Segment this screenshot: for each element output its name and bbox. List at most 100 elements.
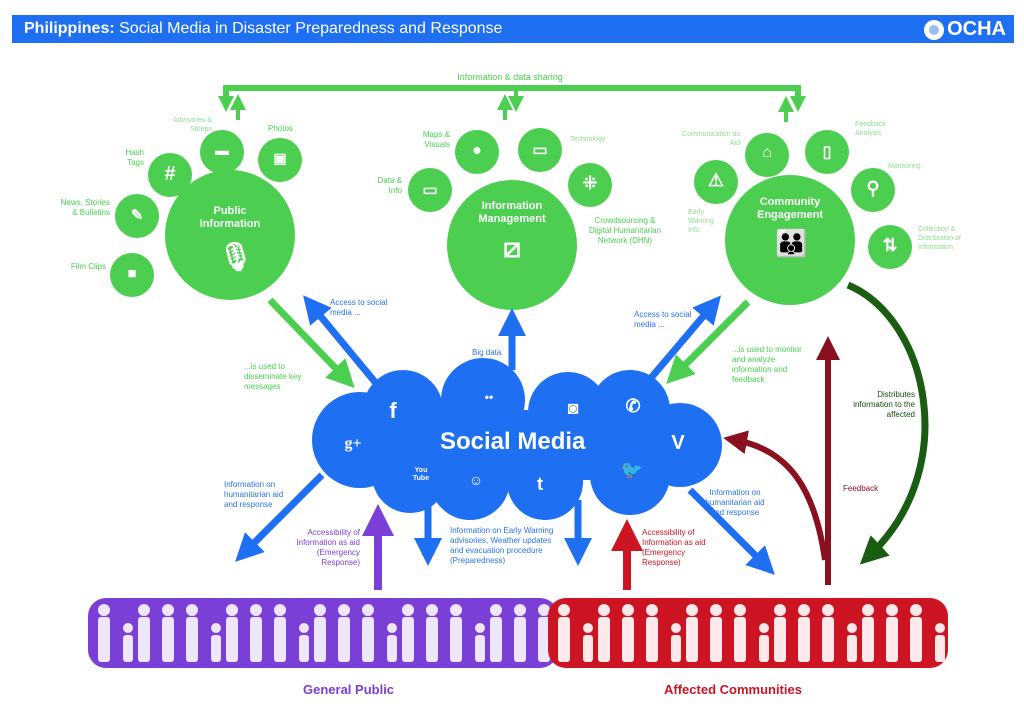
satellite-hashtags [148,153,192,197]
person-figure [211,623,221,662]
label-access-left: Access to social media ... [330,298,388,317]
title-subject: Social Media in Disaster Preparedness an… [114,20,503,37]
satellite-maps [455,130,499,174]
network-icon: ⁜ [582,173,598,193]
person-figure [558,604,570,662]
satellite-technology [518,128,562,172]
label-photos: Photos [268,124,293,133]
person-figure [798,604,810,662]
radio-aid-icon: ⌂ [762,144,772,161]
label-data-info: Data & Info [377,176,402,195]
person-figure [299,623,309,662]
person-figure [886,604,898,662]
label-hashtags: Hash Tags [125,148,144,167]
person-figure [710,604,722,662]
label-feedback-analysis: Feedback Analysis [855,121,886,137]
camera-icon: ▣ [273,150,287,166]
label-info-aid-left: Information on humanitarian aid and resp… [224,480,284,509]
youtube-icon: You Tube [412,467,430,482]
label-accessibility-left: Accessibility of Information as aid (Eme… [296,528,360,567]
person-figure [450,604,462,662]
folder-icon: ▭ [422,182,438,199]
satellite-communication-aid [745,133,789,177]
person-figure [387,623,397,662]
arrow-social-to-public [303,295,383,391]
person-figure [774,604,786,662]
flickr-icon: •• [484,390,494,404]
person-figure [598,604,610,662]
google-plus-icon: g+ [344,435,362,452]
information-sharing-bar [218,85,806,122]
social-media-cloud [312,358,722,520]
reddit-icon: ☺ [468,472,484,488]
un-emblem-icon [924,19,945,40]
person-figure [759,623,769,662]
person-figure [314,604,326,662]
arrow-public-to-social [267,297,355,389]
microphone-icon: 🎙 [218,241,254,272]
warning-icon: ⚠ [707,170,725,190]
clipboard-icon: ▯ [822,144,832,161]
social-media-title: Social Media [440,428,586,455]
person-figure [426,604,438,662]
satellite-film [110,253,154,297]
satellite-early-warning [694,160,738,204]
person-figure [622,604,634,662]
person-figure [646,604,658,662]
label-big-data: Big data [472,348,502,357]
label-advisories: Advisories & Sitreps [173,117,212,133]
label-distributes: Distributes information to the affected [853,390,915,419]
page-title: Philippines: Social Media in Disaster Pr… [24,20,502,38]
person-figure [186,604,198,662]
label-technology: Technology [570,136,606,143]
person-figure [475,623,485,662]
arrow-social-to-community [642,295,722,388]
person-figure [98,604,110,662]
arrow-community-to-social [666,299,751,384]
person-figure [490,604,502,662]
person-figure [935,623,945,662]
arrow-feedback-social [723,430,828,561]
hub-public-information [110,130,302,300]
general-public-label: General Public [303,682,395,697]
person-figure [910,604,922,662]
person-figure [138,604,150,662]
arrow-distributes [846,281,929,565]
satellite-data [408,168,452,212]
label-feedback: Feedback [843,484,879,493]
affected-communities-crowd [548,598,948,668]
family-icon: 👪 [775,228,808,258]
title-banner: Philippines: Social Media in Disaster Pr… [12,15,1014,43]
label-info-aid-right: Information on humanitarian aid and resp… [705,488,765,517]
person-figure [274,604,286,662]
person-figure [671,623,681,662]
person-figure [514,604,526,662]
person-figure [538,604,550,662]
label-film-clips: Film Clips [70,262,106,271]
satellite-photos [258,138,302,182]
ocha-logo: OCHA [924,18,1006,41]
line-chart-icon: ⧄ [503,232,521,263]
label-early-warning: Early Warning Info [688,209,714,234]
person-figure [402,604,414,662]
person-figure [226,604,238,662]
person-figure [822,604,834,662]
vine-icon: V [671,432,685,454]
tumblr-icon: t [537,474,543,494]
satellite-news [115,194,159,238]
hashtag-icon: # [164,163,176,185]
title-country: Philippines: [24,20,115,37]
speech-bubble-icon: ▬ [215,142,229,158]
person-figure [123,623,133,662]
facebook-icon: f [389,398,397,423]
satellite-feedback-analysis [805,130,849,174]
label-early-warning-flow: Information on Early Warning advisories,… [450,526,554,565]
label-disseminate: ...is used to disseminate key messages [244,362,302,391]
label-communication-aid: Communication as Aid [682,131,740,147]
person-figure [338,604,350,662]
label-collection: Collection & Distribution of Information [918,226,961,251]
